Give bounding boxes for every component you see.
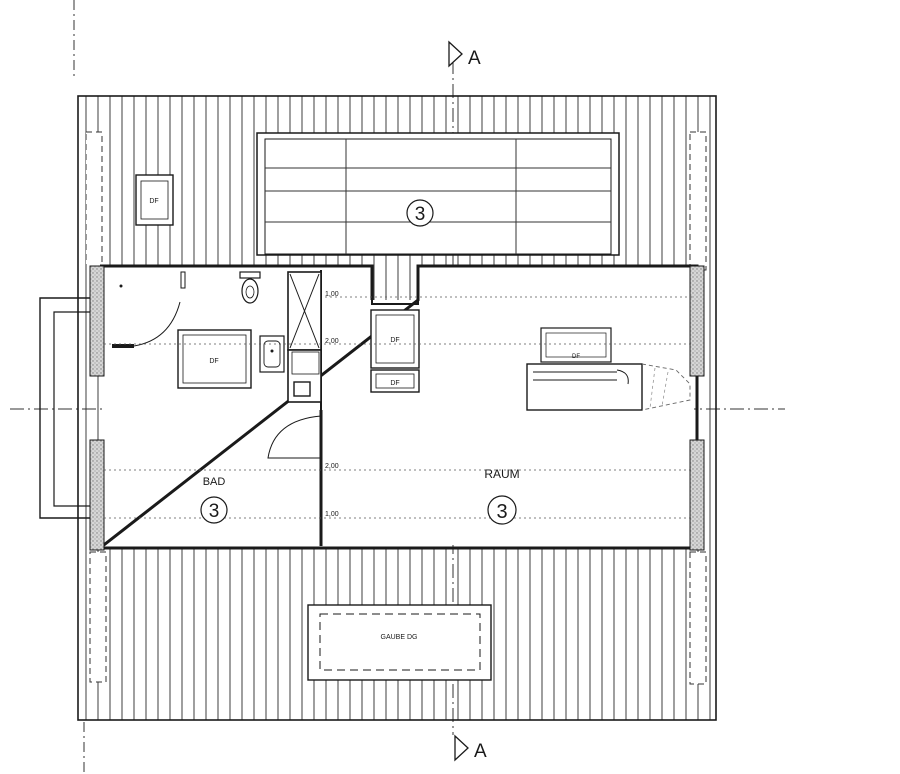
washbasin bbox=[259, 335, 285, 373]
height-label-100-lower: 1,00 bbox=[325, 511, 339, 518]
room-name-bad: BAD bbox=[203, 476, 226, 488]
skylight-label: DF bbox=[390, 380, 399, 387]
right-eaves-dashed-lower bbox=[689, 551, 707, 685]
skylight-label: DF bbox=[390, 337, 399, 344]
chimney-notch bbox=[371, 266, 419, 305]
roof-window-number: 3 bbox=[415, 204, 426, 225]
left-bay-inner bbox=[53, 311, 90, 507]
skylight-chimney-upper: DF bbox=[370, 309, 420, 369]
room-number-bad: 3 bbox=[209, 501, 220, 522]
right-gable-wall-lower bbox=[689, 439, 705, 551]
height-label-200-upper: 2,00 bbox=[325, 338, 339, 345]
section-marker-bottom-label: A bbox=[474, 741, 487, 762]
section-marker-bottom: A bbox=[454, 734, 487, 762]
toilet bbox=[239, 271, 261, 304]
roof-window-number-circle bbox=[406, 199, 434, 227]
left-gable-wall-lower bbox=[89, 439, 105, 551]
skylight-label: DF bbox=[209, 358, 218, 365]
skylight-label: DF bbox=[572, 354, 580, 360]
height-label-200-lower: 2,00 bbox=[325, 463, 339, 470]
skylight-label: DF bbox=[149, 198, 158, 205]
roof-window: 3 bbox=[256, 132, 620, 256]
skylight-chimney-lower: DF bbox=[370, 369, 420, 393]
dormer: GAUBE DG bbox=[307, 604, 492, 681]
right-eaves-dashed bbox=[689, 131, 707, 271]
skylight-bath: DF bbox=[177, 329, 252, 389]
bath-wall-stub bbox=[180, 271, 186, 289]
skylight-top-left: DF bbox=[135, 174, 174, 226]
room-number-bad-circle bbox=[200, 496, 228, 524]
roof-outline bbox=[77, 95, 717, 721]
section-marker-top: A bbox=[448, 40, 481, 69]
bath-inner-door bbox=[112, 301, 181, 348]
staircase: DF bbox=[526, 327, 691, 411]
room-number-raum-circle bbox=[487, 495, 517, 525]
left-eaves-dashed bbox=[85, 131, 103, 271]
height-label-100-upper: 1,00 bbox=[325, 291, 339, 298]
left-eaves-dashed-lower bbox=[89, 551, 107, 683]
right-gable-wall-upper bbox=[689, 265, 705, 377]
bath-dot bbox=[119, 284, 123, 288]
installation-shaft bbox=[287, 271, 322, 403]
left-bay-outline bbox=[39, 297, 90, 519]
section-marker-top-label: A bbox=[468, 48, 481, 69]
bath-door bbox=[267, 415, 322, 459]
room-number-raum: 3 bbox=[496, 501, 507, 523]
left-gable-wall-upper bbox=[89, 265, 105, 377]
room-name-raum: RAUM bbox=[484, 467, 519, 481]
dormer-label: GAUBE DG bbox=[381, 634, 418, 641]
